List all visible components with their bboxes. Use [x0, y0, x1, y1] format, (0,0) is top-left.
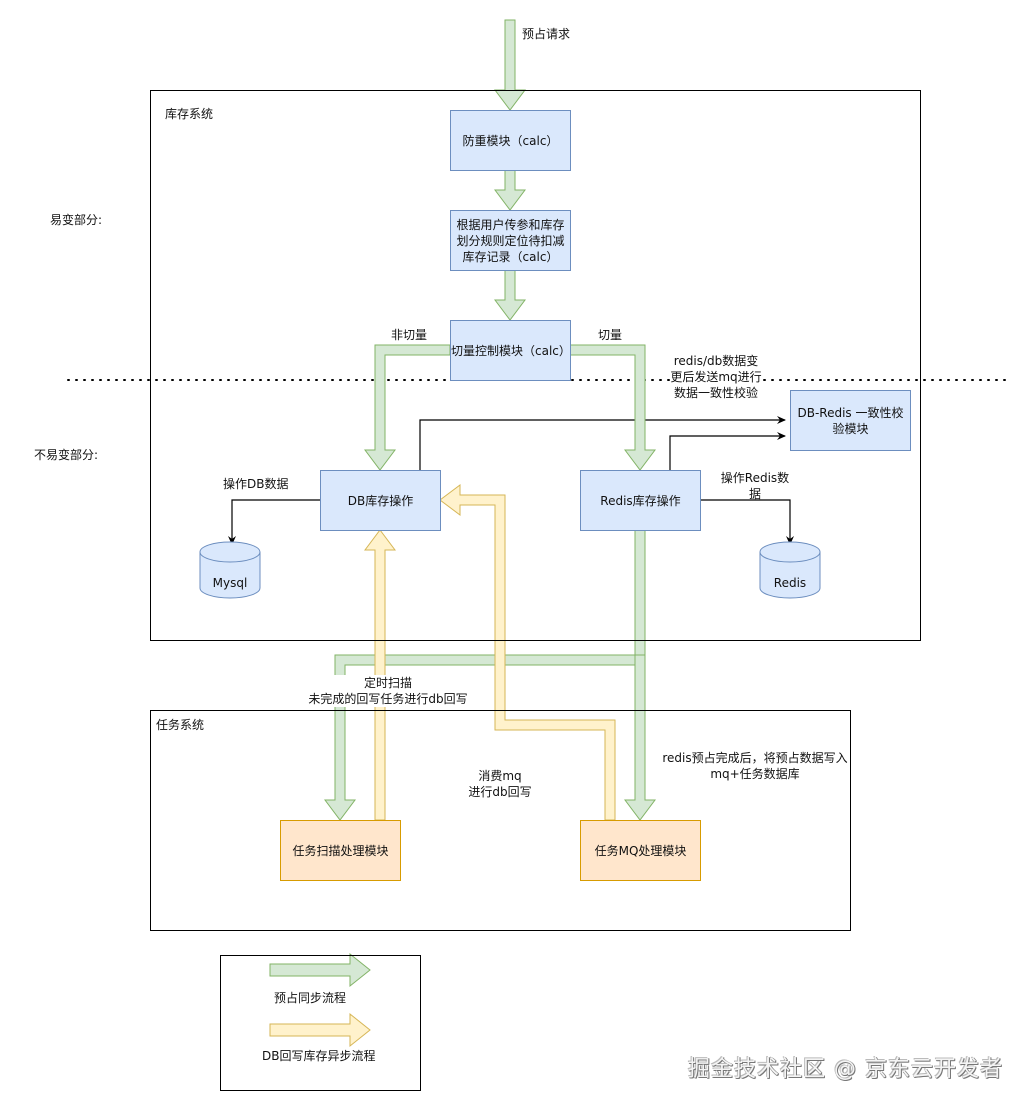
- inventory-system-title: 库存系统: [165, 107, 214, 121]
- legend-async-label: DB回写库存异步流程: [262, 1049, 376, 1063]
- redis-done-label: redis预占完成后，将预占数据写入mq+任务数据库: [662, 751, 848, 781]
- no-switch-label: 非切量: [391, 328, 428, 342]
- dedup-module-label: 防重模块（calc）: [462, 133, 559, 148]
- op-db-label: 操作DB数据: [223, 477, 289, 491]
- task-mq-label: 任务MQ处理模块: [594, 843, 687, 858]
- redis-label: Redis: [773, 576, 807, 590]
- locate-record-label: 根据用户传参和库存划分规则定位待扣减库存记录（calc）: [456, 217, 565, 264]
- switch-control-module[interactable]: 切量控制模块（calc）: [450, 320, 571, 381]
- consume-mq-label: 消费mq 进行db回写: [468, 769, 532, 799]
- db-redis-consistency-module[interactable]: DB-Redis 一致性校验模块: [790, 390, 911, 451]
- legend-sync-label: 预占同步流程: [274, 991, 347, 1005]
- entry-request-label: 预占请求: [522, 27, 571, 41]
- db-inventory-op-label: DB库存操作: [347, 493, 414, 508]
- arrow-task-mq-to-db: [439, 484, 616, 821]
- op-redis-label: 操作Redis数据: [720, 471, 790, 501]
- legend-async-arrow: [269, 1012, 371, 1048]
- legend-sync-arrow: [269, 952, 371, 988]
- scan-label: 定时扫描 未完成的回写任务进行db回写: [300, 675, 476, 707]
- redis-to-redisdb-connector: [700, 499, 794, 545]
- switch-control-label: 切量控制模块（calc）: [451, 343, 571, 358]
- redis-cylinder: [759, 541, 821, 599]
- task-scan-module[interactable]: 任务扫描处理模块: [280, 820, 401, 881]
- volatile-zone-label: 易变部分:: [50, 213, 103, 227]
- legend-box: [220, 955, 421, 1091]
- arrow-redis-to-task-mq: [624, 654, 656, 821]
- db-inventory-op[interactable]: DB库存操作: [320, 470, 441, 531]
- task-mq-module[interactable]: 任务MQ处理模块: [580, 820, 701, 881]
- consistency-module-label: DB-Redis 一致性校验模块: [797, 405, 904, 436]
- db-to-consistency-connector: [419, 416, 786, 470]
- watermark: 掘金技术社区 @ 京东云开发者: [688, 1057, 1003, 1082]
- arrow-switch-to-db: [364, 344, 451, 471]
- dedup-module[interactable]: 防重模块（calc）: [450, 110, 571, 171]
- task-scan-label: 任务扫描处理模块: [292, 843, 389, 858]
- redis-to-consistency-connector: [669, 432, 786, 470]
- inventory-system-container: [150, 90, 921, 641]
- locate-record-module[interactable]: 根据用户传参和库存划分规则定位待扣减库存记录（calc）: [450, 210, 571, 271]
- mysql-label: Mysql: [212, 576, 248, 590]
- arrow-dedup-to-locate: [494, 169, 526, 211]
- mq-consistency-label: redis/db数据变更后发送mq进行数据一致性校验: [670, 353, 762, 401]
- arrow-locate-to-switch: [494, 269, 526, 321]
- task-system-title: 任务系统: [156, 718, 205, 732]
- redis-inventory-op[interactable]: Redis库存操作: [580, 470, 701, 531]
- stable-zone-label: 不易变部分:: [34, 448, 99, 462]
- switch-label: 切量: [598, 328, 623, 342]
- db-to-mysql-connector: [228, 499, 320, 545]
- task-system-container: [150, 710, 851, 931]
- arrow-switch-to-redis: [569, 344, 656, 471]
- mysql-cylinder: [199, 541, 261, 599]
- redis-inventory-op-label: Redis库存操作: [600, 493, 681, 508]
